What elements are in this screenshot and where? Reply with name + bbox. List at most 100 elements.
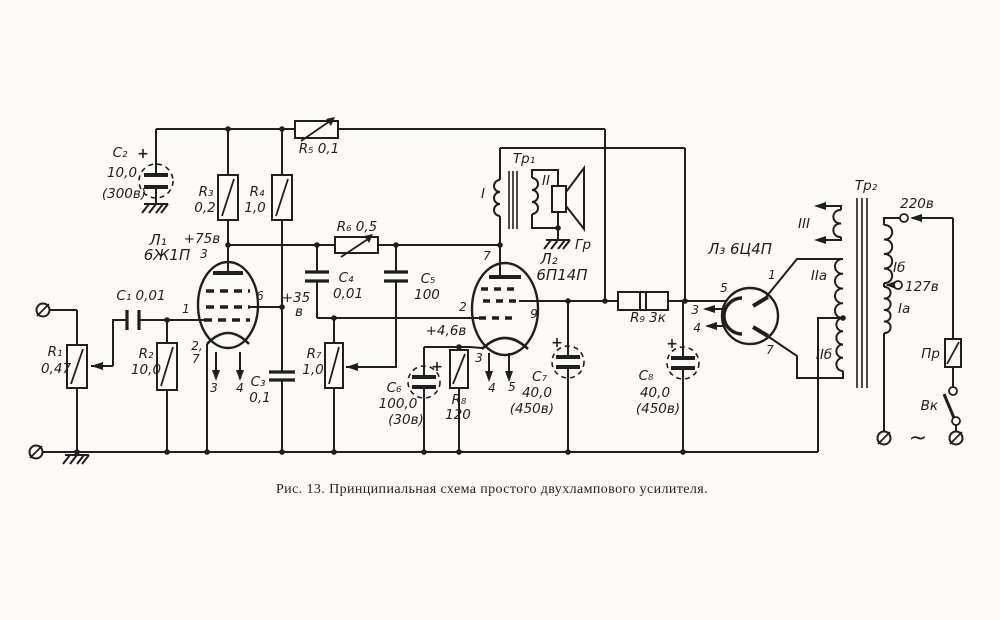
resistor-r6 — [334, 234, 379, 258]
label-r1: R₁ — [48, 344, 63, 360]
label-r3: R₃ — [199, 184, 214, 200]
cap-c3 — [269, 370, 295, 382]
label-switch-vk: Вк — [921, 398, 939, 414]
speaker-gr — [551, 165, 585, 232]
label-fuse-pr: Пр — [921, 346, 940, 362]
pin-l1-2: 2, — [191, 339, 202, 353]
label-c2-value: 10,0 — [107, 165, 137, 181]
label-plus35-v: в — [295, 304, 303, 320]
pin-l2-heater4: 4 — [488, 381, 496, 395]
label-winding-Ib: Iб — [893, 260, 905, 276]
resistor-r1-volume-pot — [66, 344, 103, 389]
plus-c2: + — [137, 146, 149, 162]
mains-terminal-right — [948, 430, 964, 446]
tube-l3 — [703, 286, 780, 346]
resistor-r8 — [449, 349, 469, 389]
label-plus75v: +75в — [184, 231, 220, 247]
label-c8: C₈ — [639, 368, 654, 384]
label-tr1: Тр₁ — [513, 151, 535, 167]
pin-l2-3: 3 — [475, 351, 483, 365]
label-plus46v: +4,6в — [426, 323, 467, 339]
label-c6-value: 100,0 — [379, 396, 418, 412]
pin-l2-heater5: 5 — [508, 380, 516, 394]
cap-c4 — [305, 270, 329, 283]
label-c5: C₅ — [421, 271, 436, 287]
transformer-tr1 — [493, 171, 539, 229]
plus-c6: + — [431, 359, 443, 375]
junction-dots — [74, 126, 846, 455]
label-r4-value: 1,0 — [244, 200, 265, 216]
label-r1-value: 0,47 — [41, 361, 71, 377]
pin-l1-6: 6 — [256, 289, 264, 303]
label-winding-III: III — [798, 216, 810, 232]
input-terminal-top — [35, 302, 51, 318]
label-c8-voltage: (450в) — [636, 401, 680, 417]
label-l2-type: 6П14П — [536, 266, 587, 284]
switch-vk — [942, 386, 961, 426]
label-c2-voltage: (300в) — [102, 186, 146, 202]
label-c4: C₄ — [339, 270, 354, 286]
resistor-r9 — [617, 291, 669, 311]
label-c1: C₁ 0,01 — [116, 288, 165, 304]
ac-symbol: ~ — [909, 426, 927, 451]
label-r6: R₆ 0,5 — [337, 219, 378, 235]
label-r2-value: 10,0 — [131, 362, 161, 378]
cap-c2-electrolytic — [138, 163, 174, 199]
label-r5: R₅ 0,1 — [299, 141, 340, 157]
label-l1-type: 6Ж1П — [144, 246, 191, 264]
label-c3: C₃ — [251, 374, 266, 390]
label-r7-value: 1,0 — [302, 362, 323, 378]
label-c7: C₇ — [532, 369, 547, 385]
plus-c7: + — [551, 335, 563, 351]
resistor-r3 — [217, 174, 239, 221]
label-c3-value: 0,1 — [249, 390, 270, 406]
label-r3-value: 0,2 — [194, 200, 215, 216]
label-r2: R₂ — [139, 346, 154, 362]
pin-l2-9: 9 — [530, 307, 538, 321]
label-winding-IIb: IIб — [816, 347, 832, 363]
label-220v: 220в — [900, 196, 934, 212]
label-gr-speaker: Гр — [575, 237, 591, 253]
label-r8-value: 120 — [445, 407, 471, 423]
label-r7: R₇ — [307, 346, 322, 362]
label-l1: Л₁ — [148, 231, 166, 249]
cap-c5 — [384, 270, 408, 283]
resistor-r7-tone-pot — [324, 342, 358, 389]
tube-l2 — [470, 261, 540, 382]
label-r9: R₉ 3к — [630, 310, 667, 326]
label-winding-Ia: Iа — [898, 301, 910, 317]
label-c7-value: 40,0 — [522, 385, 552, 401]
transformer-tr2 — [814, 198, 922, 388]
pin-l1-3: 3 — [200, 247, 208, 261]
plus-c8: + — [666, 336, 678, 352]
label-plus35: +35 — [282, 290, 311, 306]
pin-l3-5: 5 — [720, 281, 728, 295]
pin-l1-7: 7 — [192, 352, 200, 366]
pin-l1-heater3: 3 — [210, 381, 218, 395]
label-r4: R₄ — [250, 184, 265, 200]
pin-l2-7: 7 — [483, 249, 491, 263]
pin-l3-4: 4 — [693, 321, 701, 335]
label-l3: Л₃ 6Ц4П — [707, 240, 772, 258]
cap-c1 — [125, 310, 141, 330]
label-winding-I: I — [481, 186, 485, 202]
mains-terminal-left — [876, 430, 892, 446]
label-winding-IIa: IIа — [811, 268, 827, 284]
figure-caption: Рис. 13. Принципиальная схема простого д… — [276, 482, 708, 497]
resistor-r2 — [156, 342, 178, 391]
labels: C₂ 10,0 (300в) + R₃ 0,2 R₄ 1,0 R₅ 0,1 Л₁… — [41, 141, 940, 497]
label-c7-voltage: (450в) — [510, 401, 554, 417]
label-c4-value: 0,01 — [333, 286, 363, 302]
resistor-r4 — [271, 174, 293, 221]
pin-l3-1: 1 — [768, 268, 776, 282]
label-c2: C₂ — [113, 145, 128, 161]
label-c8-value: 40,0 — [640, 385, 670, 401]
pin-l3-7: 7 — [766, 343, 774, 357]
label-winding-II: II — [542, 173, 550, 189]
label-127v: 127в — [905, 279, 939, 295]
pin-l1-heater4: 4 — [236, 381, 244, 395]
label-c5-value: 100 — [414, 287, 440, 303]
label-r8: R₈ — [452, 392, 467, 408]
